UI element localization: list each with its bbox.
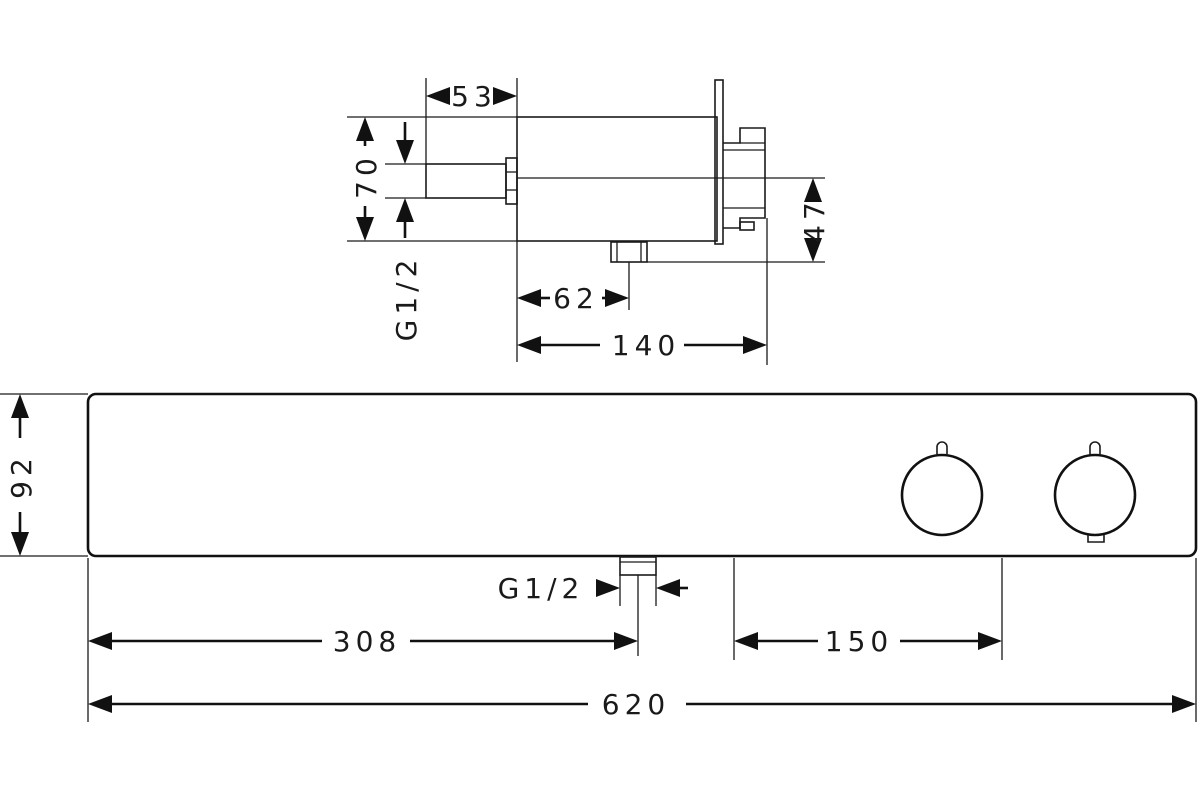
side-wall-plate [714,79,724,245]
dim-front-thread-label: G1/2 [498,572,585,605]
dim-70-label: 70 [350,153,383,199]
front-knob-right [1053,441,1137,543]
side-connector-pipe [425,163,507,199]
side-knob-nub [739,221,755,231]
dim-308: 308 [88,625,638,658]
dim-620-label: 620 [602,688,670,721]
dim-side-thread-label: G1/2 [390,255,423,342]
side-connector-nut [505,157,518,205]
dim-62: 62 [517,282,629,315]
dim-front-thread: G1/2 [498,572,688,605]
side-view: 53 70 G1/2 47 [347,78,831,365]
front-knob-left [900,441,984,537]
front-body [86,392,1198,558]
dim-47: 47 [798,178,831,262]
dim-53: 53 [426,80,517,113]
dim-62-label: 62 [553,282,599,315]
dim-53-label: 53 [451,80,497,113]
front-bottom-outlet [619,556,657,576]
dim-92-label: 92 [5,453,38,499]
front-view: 92 G1/2 308 150 [0,392,1198,722]
dim-620: 620 [88,688,1196,721]
dim-47-label: 47 [798,197,831,243]
dim-150-label: 150 [825,625,893,658]
dim-70: 70 [350,117,383,241]
dim-140-label: 140 [612,329,680,362]
dim-92: 92 [5,394,38,556]
dim-140: 140 [517,329,767,362]
dim-side-thread: G1/2 [390,122,423,341]
dim-308-label: 308 [333,625,401,658]
side-housing [516,116,718,242]
dim-150: 150 [734,625,1002,658]
